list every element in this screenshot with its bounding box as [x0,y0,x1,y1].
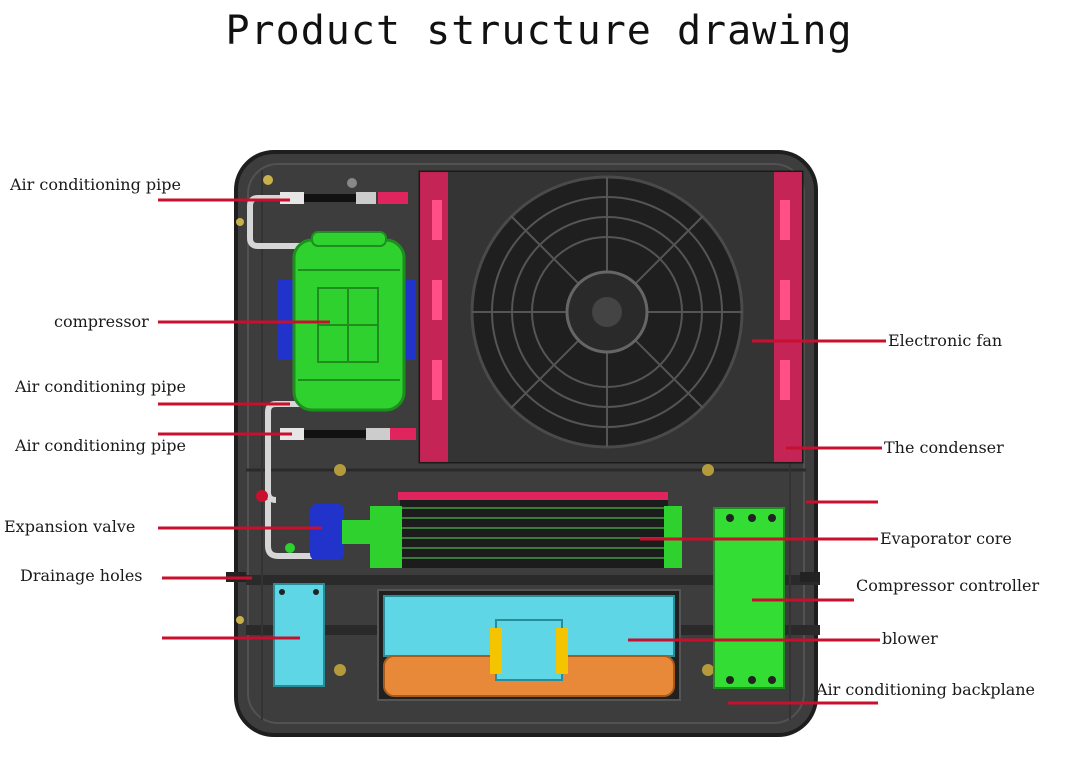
evaporator-core-icon [370,492,682,568]
label-air-conditioning-backplane: Air conditioning backplane [816,680,1036,699]
expansion-valve-icon [285,504,372,560]
leader-lines-right [628,339,886,705]
label-air-conditioning-pipe-1: Air conditioning pipe [10,175,181,194]
diagram-title: Product structure drawing [225,8,853,54]
label-compressor-controller: Compressor controller [856,576,1040,595]
compressor-icon [278,231,416,412]
compressor-controller-icon [713,507,785,689]
label-electronic-fan: Electronic fan [888,331,1003,350]
label-evaporator-core: Evaporator core [880,529,1012,548]
blower-icon [377,589,681,701]
electronic-fan-icon [470,175,744,449]
label-expansion-valve: Expansion valve [4,517,136,536]
label-the-condenser: The condenser [884,438,1004,457]
leader-lines-left [158,198,330,640]
label-drainage-holes: Drainage holes [20,566,143,585]
label-air-conditioning-pipe-2: Air conditioning pipe [15,377,186,396]
label-compressor: compressor [54,312,149,331]
label-air-conditioning-pipe-3: Air conditioning pipe [15,436,186,455]
label-blower: blower [882,629,938,648]
